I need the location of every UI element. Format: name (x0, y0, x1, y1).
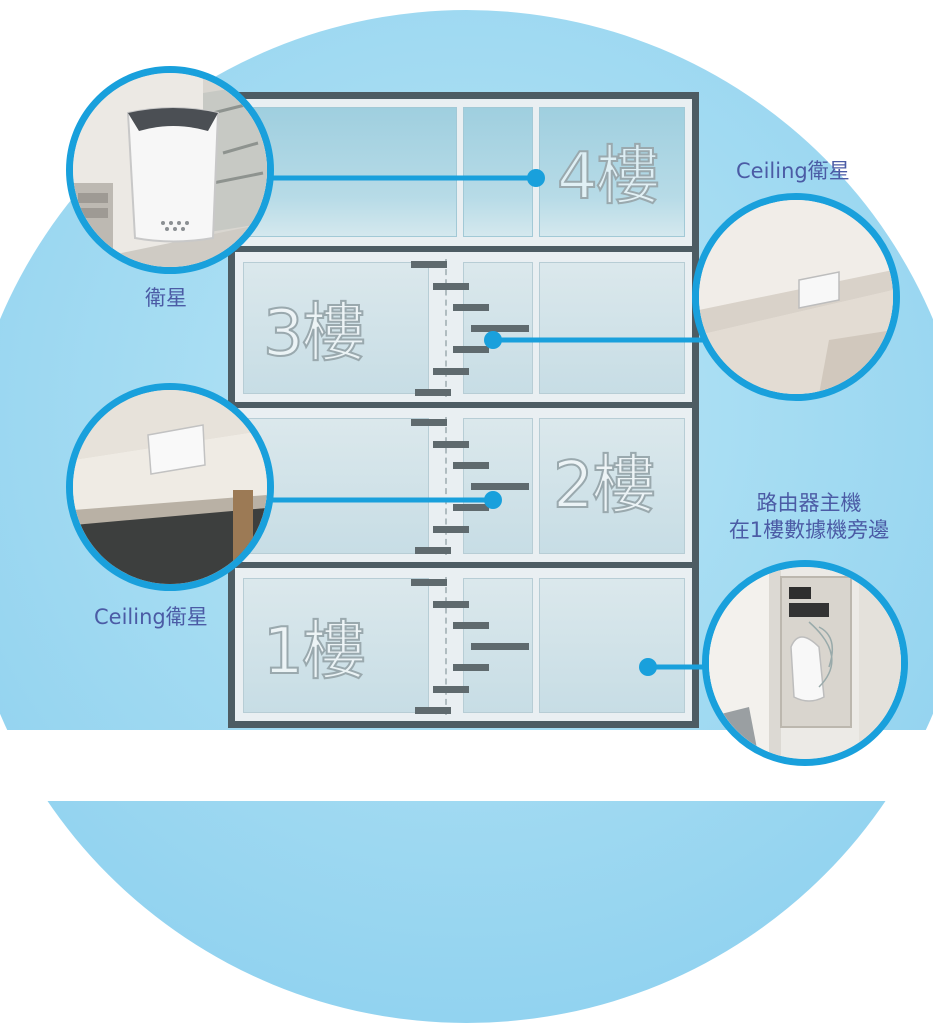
stair-step (471, 483, 529, 490)
floor-4: 4樓 (235, 99, 692, 246)
stair-step (411, 579, 447, 586)
stair-step (411, 419, 447, 426)
stair-step (453, 622, 489, 629)
main-router-icon (709, 567, 901, 759)
ceiling-satellite-icon (699, 200, 893, 394)
stair-step (453, 462, 489, 469)
caption-router-line1: 路由器主機 (756, 491, 862, 515)
ceiling-satellite-photo-2f (66, 383, 274, 591)
stair-line (445, 259, 447, 397)
stair-step (415, 707, 451, 714)
stair-step (453, 304, 489, 311)
building-section: 4樓 3樓 2樓 1樓 (228, 92, 699, 728)
stair-step (471, 643, 529, 650)
caption-ceiling-satellite-3f: Ceiling衛星 (736, 159, 850, 183)
stair-step (453, 664, 489, 671)
room (243, 578, 429, 713)
stair-step (415, 547, 451, 554)
floor-divider (235, 402, 692, 408)
room (243, 418, 429, 554)
stair-step (433, 686, 469, 693)
stair-line (445, 577, 447, 715)
stair-step (433, 441, 469, 448)
ceiling-satellite-icon (73, 390, 267, 584)
room (243, 107, 457, 237)
stair-step (415, 389, 451, 396)
caption-ceiling-satellite-2f: Ceiling衛星 (94, 605, 208, 629)
room (463, 107, 533, 237)
floor-label-4: 4樓 (556, 140, 661, 214)
floor-divider (235, 562, 692, 568)
router-photo-1f (702, 560, 908, 766)
room (243, 262, 429, 394)
stair-step (453, 504, 489, 511)
floor-divider (235, 246, 692, 252)
room (539, 418, 685, 554)
floor-2: 2樓 (235, 408, 692, 562)
stair-step (433, 601, 469, 608)
satellite-photo-4f (66, 66, 274, 274)
caption-router: 路由器主機 在1樓數據機旁邊 (706, 490, 912, 545)
stair-step (471, 325, 529, 332)
stair-step (453, 346, 489, 353)
caption-satellite-4f: 衛星 (145, 286, 187, 310)
stair-line (445, 417, 447, 555)
floor-label-1: 1樓 (262, 615, 367, 689)
stair-step (433, 368, 469, 375)
floor-label-2: 2樓 (552, 449, 657, 523)
room (539, 262, 685, 394)
satellite-router-icon (73, 73, 267, 267)
ceiling-satellite-photo-3f (692, 193, 900, 401)
room (539, 578, 685, 713)
floor-label-3: 3樓 (262, 297, 367, 371)
stair-step (411, 261, 447, 268)
caption-router-line2: 在1樓數據機旁邊 (728, 518, 890, 543)
stair-step (433, 283, 469, 290)
stair-step (433, 526, 469, 533)
floor-3: 3樓 (235, 252, 692, 402)
floor-1: 1樓 (235, 568, 692, 721)
